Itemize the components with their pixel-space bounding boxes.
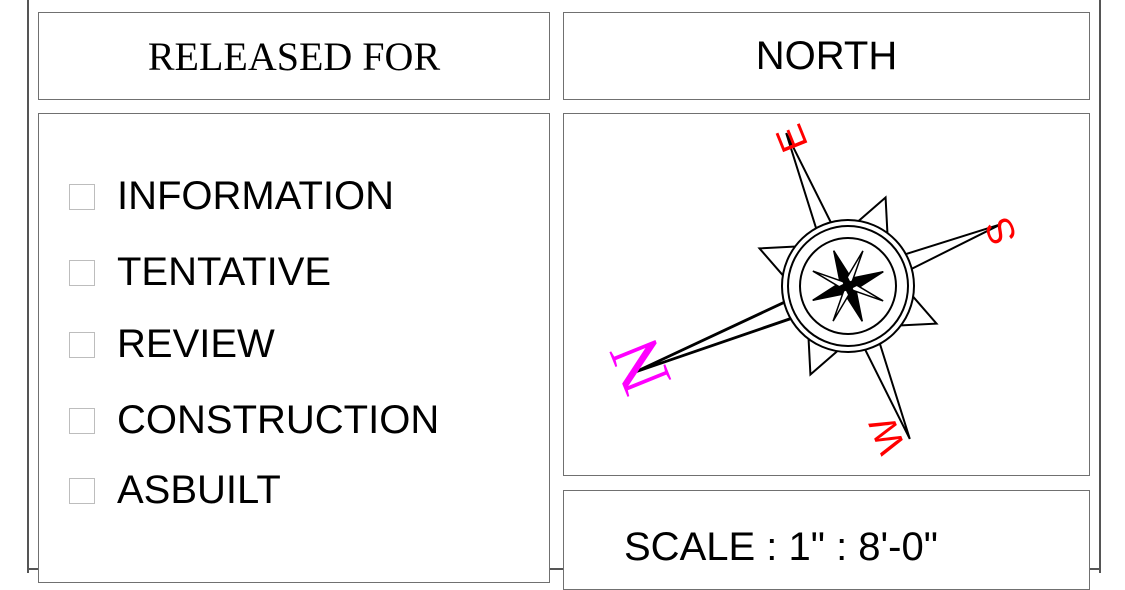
release-options-panel: INFORMATION TENTATIVE REVIEW CONSTRUCTIO… [38,113,550,583]
option-label: TENTATIVE [117,250,332,294]
checkbox[interactable] [69,407,95,434]
outer-frame-left [27,0,29,573]
checkbox[interactable] [69,477,95,504]
released-for-header: RELEASED FOR [38,12,550,100]
scale-text: SCALE : 1" : 8'-0" [624,525,938,569]
scale-panel: SCALE : 1" : 8'-0" [563,490,1090,590]
compass-inner-star [812,250,884,322]
option-label: CONSTRUCTION [117,398,440,442]
checkbox[interactable] [69,183,95,210]
compass-panel: N E S W [563,113,1090,476]
north-header: NORTH [563,12,1090,100]
option-label: ASBUILT [117,468,281,512]
outer-frame-right [1099,0,1101,573]
option-review[interactable]: REVIEW [69,322,275,367]
option-construction[interactable]: CONSTRUCTION [69,398,439,443]
option-label: REVIEW [117,322,275,366]
compass-ring-mid [787,225,909,347]
option-information[interactable]: INFORMATION [69,174,394,219]
option-label: INFORMATION [117,174,395,218]
checkbox[interactable] [69,331,95,358]
option-tentative[interactable]: TENTATIVE [69,250,331,295]
compass-rose-icon [628,132,1002,440]
released-for-title: RELEASED FOR [147,33,441,79]
option-asbuilt[interactable]: ASBUILT [69,468,281,513]
checkbox[interactable] [69,259,95,286]
compass-ring-inner [799,237,897,335]
north-title: NORTH [755,33,898,78]
